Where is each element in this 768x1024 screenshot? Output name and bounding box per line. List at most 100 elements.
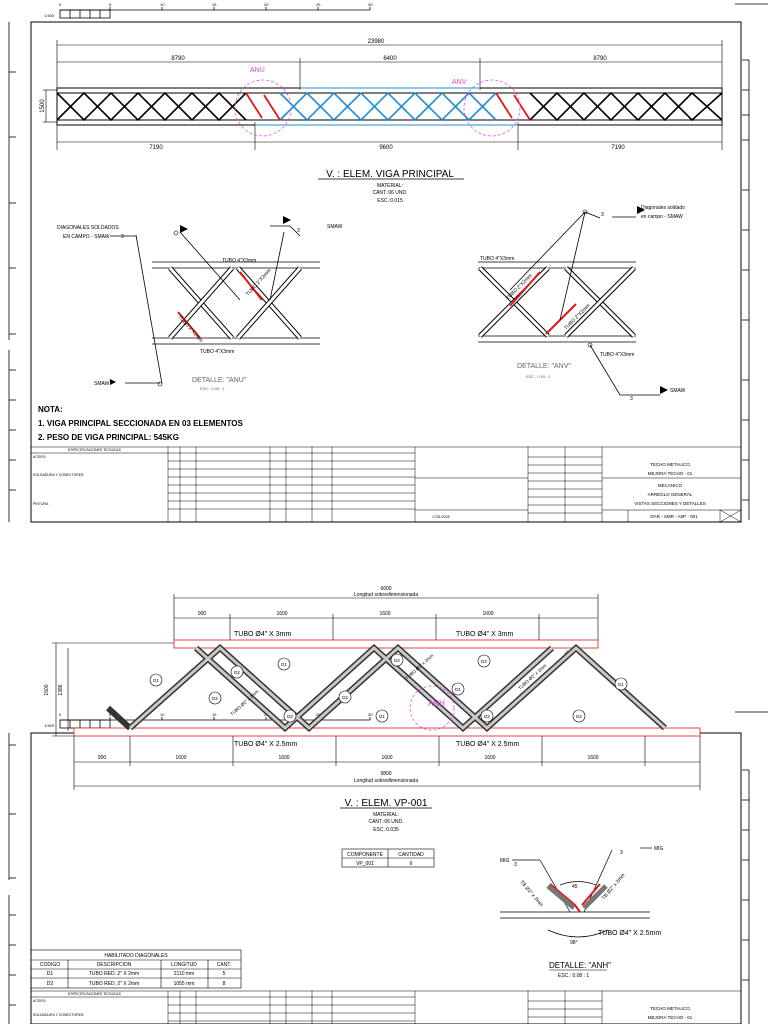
- nota-1: 1. VIGA PRINCIPAL SECCIONADA EN 03 ELEME…: [38, 419, 243, 428]
- detail-anu: DIAGONALES SOLDADOS EN CAMPO - SMAW 3 SM…: [57, 216, 343, 391]
- bubble-10: D2: [481, 659, 487, 664]
- title-block-2: [30, 990, 742, 1024]
- comp-cell-2: 6: [410, 861, 413, 867]
- nota-block: NOTA: 1. VIGA PRINCIPAL SECCIONADA EN 03…: [38, 405, 243, 442]
- diag-h-4: CANT.: [217, 962, 231, 968]
- dim-mid-top: 6400: [383, 56, 397, 62]
- tb2-acero: ACERO:: [33, 999, 46, 1003]
- anh-weld-right: MIG: [654, 846, 664, 852]
- tb1-descripcion2: VISTAS SECCIONES Y DETALLES: [634, 501, 705, 506]
- component-table: [341, 848, 435, 868]
- vp-tubo-top-1: TUBO Ø4" X 3mm: [234, 631, 291, 638]
- left-ruler-1: [8, 22, 16, 522]
- scale-tick-15: 15: [212, 2, 217, 7]
- bubble-1: D1: [153, 678, 159, 683]
- dim-right-bot: 7190: [611, 145, 625, 151]
- vp-bot-seg-2: 1600: [175, 755, 186, 761]
- scale-bar-label-2: 1:500: [44, 723, 55, 728]
- scale2-tick-15: 15: [212, 712, 217, 717]
- diag-r1-c4: 5: [223, 971, 226, 977]
- bubble-3: D2: [234, 670, 240, 675]
- material-1: MATERIAL:: [377, 183, 403, 189]
- vp-top-seg-1: 900: [198, 611, 207, 617]
- anu-tubo-top: TUBO 4"X3mm: [222, 258, 256, 264]
- anh-angle-top: 45: [572, 884, 578, 890]
- diag-r2-c1: D2: [47, 981, 54, 987]
- callout-circles: [234, 79, 521, 137]
- vp-bot-seg-3: 1600: [278, 755, 289, 761]
- tb1-proyecto: TECHO METALICO: [650, 462, 690, 467]
- tb1-spec-title: ESPECIFICACIONES TECNICAS: [68, 448, 122, 452]
- scale-tick-25: 25: [316, 2, 321, 7]
- scale2-tick-30: 30: [368, 712, 373, 717]
- bubble-2: D2: [212, 696, 218, 701]
- truss-2-chords: [73, 639, 701, 737]
- truss-2-text-tubos: TUBO Ø4" X 3mm TUBO Ø4" X 3mm TUBO Ø4" X…: [234, 631, 519, 748]
- tb1-descripcion1: ARREGLO GENERAL: [648, 492, 693, 497]
- dim-left-bot: 7190: [149, 145, 163, 151]
- tb1-fecha: 17/01/2025: [432, 515, 450, 519]
- cantidad-1: CANT.:06 UND.: [372, 190, 407, 196]
- vp-top-seg-2: 1600: [276, 611, 287, 617]
- detail-anh: MIG MIG 3 3 45 98° TB Ø2" x 2mm TB Ø2" x…: [500, 846, 664, 979]
- anh-diag-left: TB Ø2" x 2mm: [518, 879, 544, 908]
- scale-tick-30: 30: [368, 2, 373, 7]
- escala-1: ESC.:0.015: [377, 198, 403, 204]
- tb2-spec-title: ESPECIFICACIONES TECNICAS: [68, 992, 122, 996]
- scale2-tick-5: 5: [109, 712, 112, 717]
- tb2-subproyecto: MEJORA TECHO - 01: [648, 1015, 693, 1020]
- bubble-11: D2: [484, 714, 490, 719]
- bubbles: [149, 653, 628, 723]
- anu-weld-bottom: SMAW: [94, 381, 110, 387]
- callout-anh: ANH: [409, 685, 455, 731]
- diag-h-3: LONGITUD: [171, 962, 197, 968]
- left-ruler-2: [8, 733, 16, 1024]
- cantidad-2: CANT.:06 UND.: [368, 819, 403, 825]
- comp-header-2: CANTIDAD: [398, 852, 424, 858]
- nota-title: NOTA:: [38, 405, 63, 414]
- truss-2-dimensions: [52, 594, 701, 790]
- anu-scale: ESC.: 0.05 : 1: [200, 386, 226, 391]
- dim-height: 1500: [40, 99, 46, 113]
- bubble-4: D1: [281, 662, 287, 667]
- sheet-1: 1:500 0 5 10 15 20 25 30: [8, 2, 768, 523]
- detail-anv: Diagonales soldado en campo - SMAW 3 SMA…: [478, 205, 686, 402]
- diag-table-title: HABILITADO DIAGONALES: [104, 953, 168, 959]
- bubble-6: D2: [342, 695, 348, 700]
- vp-tubo-bot-1: TUBO Ø4" X 2.5mm: [234, 741, 297, 748]
- diag-r2-c2: TUBO RED. 2" X 2mm: [89, 981, 139, 987]
- vp-bot-seg-1: 900: [98, 755, 107, 761]
- vp-bot-seg-5: 1600: [484, 755, 495, 761]
- vp-tubo-bot-2: TUBO Ø4" X 2.5mm: [456, 741, 519, 748]
- anh-scale: ESC.: 0.08 : 1: [558, 973, 589, 979]
- bubble-9: D1: [455, 687, 461, 692]
- anh-weld-left: MIG: [500, 858, 510, 864]
- tb1-subproyecto: MEJORA TECHO - 01: [648, 471, 693, 476]
- vp-top-total-label: Longitud sobredimensionada: [354, 592, 418, 598]
- anu-note-2: EN CAMPO - SMAW: [63, 234, 110, 240]
- bubble-5: D2: [287, 714, 293, 719]
- tb2-soldadura: SOLDADURA Y CONECTORES:: [33, 1013, 84, 1017]
- view-title-2: V. : ELEM. VP-001: [344, 798, 427, 809]
- vp-height-inner: 1386: [58, 684, 64, 695]
- diag-h-2: DESCRIPCION: [97, 962, 132, 968]
- tb1-pintura: PINTURA: [33, 502, 49, 506]
- anv-weld: SMAW: [670, 388, 686, 394]
- vp-bot-seg-4: 1600: [381, 755, 392, 761]
- dim-right-top: 8790: [593, 56, 607, 62]
- vp-bot-total: 9800: [380, 771, 391, 777]
- scale-tick-5: 5: [109, 2, 112, 7]
- tb1-acero: ACERO:: [33, 455, 46, 459]
- scale-bar-top: 1:500: [44, 7, 371, 19]
- scale-tick-0: 0: [59, 2, 62, 7]
- vp-bot-seg-6: 1600: [587, 755, 598, 761]
- bubble-7: D1: [379, 714, 385, 719]
- diag-h-1: CODIGO: [40, 962, 60, 968]
- anh-weld-size-left: 3: [514, 862, 517, 868]
- comp-cell-1: VP_001: [356, 861, 374, 867]
- nota-2: 2. PESO DE VIGA PRINCIPAL: 545KG: [38, 433, 179, 442]
- scale2-tick-25: 25: [316, 712, 321, 717]
- anu-note-1: DIAGONALES SOLDADOS: [57, 225, 119, 231]
- truss-1-chords: [56, 87, 723, 126]
